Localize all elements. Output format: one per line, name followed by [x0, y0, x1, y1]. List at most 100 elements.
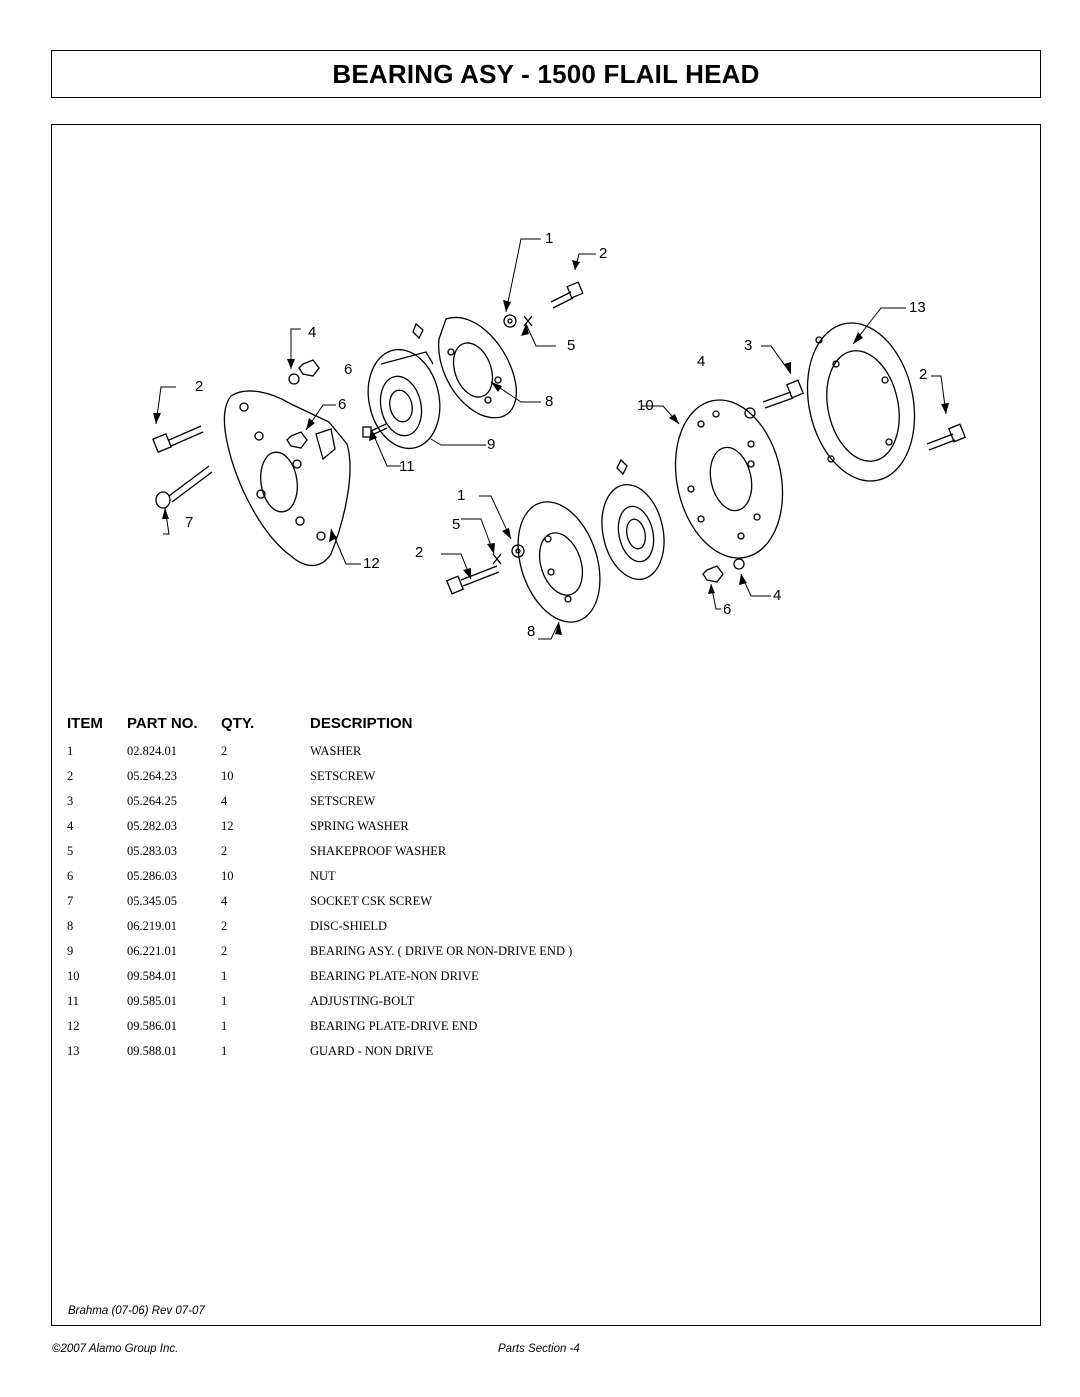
part-number: 05.286.03	[127, 869, 177, 883]
description: ADJUSTING-BOLT	[310, 994, 415, 1008]
description: DISC-SHIELD	[310, 919, 388, 933]
item-number: 4	[67, 819, 74, 833]
callout-8: 8	[545, 393, 553, 410]
callout-6c: 6	[723, 601, 731, 618]
callout-6: 6	[344, 361, 352, 378]
callout-2c: 2	[919, 366, 927, 383]
quantity: 12	[221, 819, 234, 833]
description: BEARING ASY. ( DRIVE OR NON-DRIVE END )	[310, 944, 573, 958]
part-number: 09.588.01	[127, 1044, 177, 1058]
quantity: 1	[221, 994, 228, 1008]
item-number: 2	[67, 769, 74, 783]
callout-5: 5	[567, 337, 575, 354]
table-row: 8 06.219.01 2 DISC-SHIELD	[0, 917, 1080, 942]
leader-lines	[155, 238, 947, 640]
nuts-and-washers	[286, 314, 756, 583]
title-box: BEARING ASY - 1500 FLAIL HEAD	[51, 50, 1041, 98]
bearing-assembly-top	[367, 348, 441, 450]
bearing-plate-drive-end	[223, 390, 351, 567]
description: BEARING PLATE-DRIVE END	[310, 1019, 478, 1033]
description: SETSCREW	[310, 769, 376, 783]
quantity: 1	[221, 969, 228, 983]
quantity: 1	[221, 1044, 228, 1058]
description: SETSCREW	[310, 794, 376, 808]
table-row: 11 09.585.01 1 ADJUSTING-BOLT	[0, 992, 1080, 1017]
quantity: 4	[221, 794, 228, 808]
part-number: 05.264.25	[127, 794, 177, 808]
quantity: 2	[221, 919, 228, 933]
bearing-plate-non-drive	[674, 399, 784, 559]
part-number: 06.219.01	[127, 919, 177, 933]
item-number: 9	[67, 944, 74, 958]
quantity: 10	[221, 769, 234, 783]
table-row: 1 02.824.01 2 WASHER	[0, 742, 1080, 767]
table-row: 12 09.586.01 1 BEARING PLATE-DRIVE END	[0, 1017, 1080, 1042]
callout-7: 7	[185, 514, 193, 531]
part-number: 09.584.01	[127, 969, 177, 983]
plate-center-hole	[260, 451, 298, 513]
column-header-item: ITEM	[67, 715, 103, 732]
callout-4c: 4	[773, 587, 781, 604]
revision-note: Brahma (07-06) Rev 07-07	[68, 1305, 205, 1317]
item-number: 10	[67, 969, 80, 983]
table-row: 3 05.264.25 4 SETSCREW	[0, 792, 1080, 817]
item-number: 12	[67, 1019, 80, 1033]
callout-13: 13	[909, 299, 926, 316]
column-header-description: DESCRIPTION	[310, 715, 413, 732]
item-number: 3	[67, 794, 74, 808]
content-frame	[51, 124, 1041, 1326]
item-number: 5	[67, 844, 74, 858]
description: WASHER	[310, 744, 362, 758]
page-title: BEARING ASY - 1500 FLAIL HEAD	[332, 58, 760, 89]
section-label: Parts Section -4	[498, 1343, 580, 1355]
callout-5b: 5	[452, 516, 460, 533]
description: NUT	[310, 869, 336, 883]
item-number: 8	[67, 919, 74, 933]
quantity: 2	[221, 744, 228, 758]
callout-1: 1	[545, 230, 553, 247]
quantity: 2	[221, 944, 228, 958]
item-number: 11	[67, 994, 80, 1008]
callout-11: 11	[399, 458, 415, 475]
description: SPRING WASHER	[310, 819, 409, 833]
exploded-parts-diagram: 1 2 13 4 6 5 3 4 2 2 6 8 10 9 11 1 7 5 1…	[152, 230, 967, 640]
table-row: 9 06.221.01 2 BEARING ASY. ( DRIVE OR NON-D…	[0, 942, 1080, 967]
guard-non-drive	[806, 322, 916, 482]
item-number: 1	[67, 744, 74, 758]
disc-shield-top	[437, 316, 517, 419]
callout-3: 3	[744, 337, 752, 354]
description: SOCKET CSK SCREW	[310, 894, 433, 908]
callout-1b: 1	[457, 487, 465, 504]
quantity: 1	[221, 1019, 228, 1033]
column-header-part-no: PART NO.	[127, 715, 198, 732]
quantity: 10	[221, 869, 234, 883]
bearing-assembly-bottom	[601, 483, 665, 581]
description: SHAKEPROOF WASHER	[310, 844, 447, 858]
description: GUARD - NON DRIVE	[310, 1044, 434, 1058]
table-row: 2 05.264.23 10 SETSCREW	[0, 767, 1080, 792]
quantity: 4	[221, 894, 228, 908]
part-number: 05.264.23	[127, 769, 177, 783]
callout-2d: 2	[415, 544, 423, 561]
callout-10: 10	[637, 397, 654, 414]
disc-shield-bottom	[517, 501, 601, 623]
callout-12: 12	[363, 555, 380, 572]
part-number: 09.585.01	[127, 994, 177, 1008]
description: BEARING PLATE-NON DRIVE	[310, 969, 479, 983]
table-row: 5 05.283.03 2 SHAKEPROOF WASHER	[0, 842, 1080, 867]
part-number: 05.345.05	[127, 894, 177, 908]
part-number: 06.221.01	[127, 944, 177, 958]
setscrew-bolts	[152, 281, 967, 595]
column-header-qty: QTY.	[221, 715, 255, 732]
part-number: 02.824.01	[127, 744, 177, 758]
copyright: ©2007 Alamo Group Inc.	[52, 1343, 179, 1355]
part-number: 09.586.01	[127, 1019, 177, 1033]
quantity: 2	[221, 844, 228, 858]
part-number: 05.283.03	[127, 844, 177, 858]
callout-2: 2	[599, 245, 607, 262]
